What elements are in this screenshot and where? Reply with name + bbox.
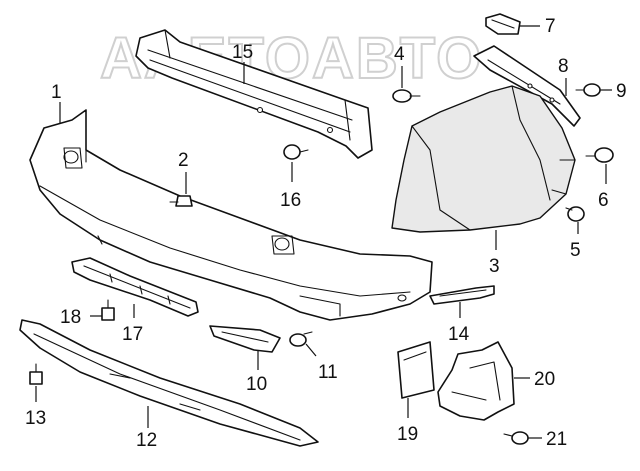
callout-5: 5	[570, 240, 581, 261]
callout-10: 10	[246, 374, 267, 395]
part-corner-extension	[391, 85, 576, 233]
bolt-4	[392, 89, 421, 103]
callout-18: 18	[60, 307, 81, 328]
bolt-13	[29, 363, 43, 385]
callout-16: 16	[280, 190, 301, 211]
callout-2: 2	[178, 150, 189, 171]
callout-19: 19	[397, 424, 418, 445]
callout-8: 8	[558, 56, 569, 77]
part-bracket-7	[485, 13, 521, 35]
part-lower-retainer	[71, 257, 199, 317]
bolt-5	[565, 206, 585, 222]
part-side-retainer	[429, 285, 495, 305]
clip-16	[283, 144, 309, 160]
bolt-2	[169, 195, 193, 207]
leader-lines	[35, 25, 612, 439]
bolt-6	[585, 147, 614, 163]
callout-14: 14	[448, 324, 470, 345]
callout-4: 4	[394, 44, 405, 65]
part-lower-skirt	[19, 319, 319, 447]
part-bumper-cover	[29, 109, 433, 321]
callout-15: 15	[232, 42, 253, 63]
callout-17: 17	[122, 324, 143, 345]
callout-1: 1	[51, 82, 62, 103]
callout-11: 11	[318, 362, 338, 383]
part-reflector-bracket	[209, 325, 281, 353]
part-reinforcement-beam	[135, 29, 373, 159]
bolt-21	[503, 431, 529, 445]
callout-9: 9	[616, 81, 627, 102]
part-plate-19	[397, 341, 435, 399]
callout-12: 12	[136, 430, 157, 451]
callout-6: 6	[598, 190, 609, 211]
callout-7: 7	[545, 16, 556, 37]
part-side-spacer	[473, 45, 581, 127]
bolt-9	[575, 83, 601, 97]
callout-3: 3	[489, 256, 500, 277]
callout-13: 13	[25, 408, 46, 429]
part-bracket-20	[437, 341, 515, 421]
callout-21: 21	[546, 429, 567, 450]
bolt-18	[101, 299, 115, 321]
bolt-11	[289, 331, 313, 347]
callout-20: 20	[534, 369, 555, 390]
